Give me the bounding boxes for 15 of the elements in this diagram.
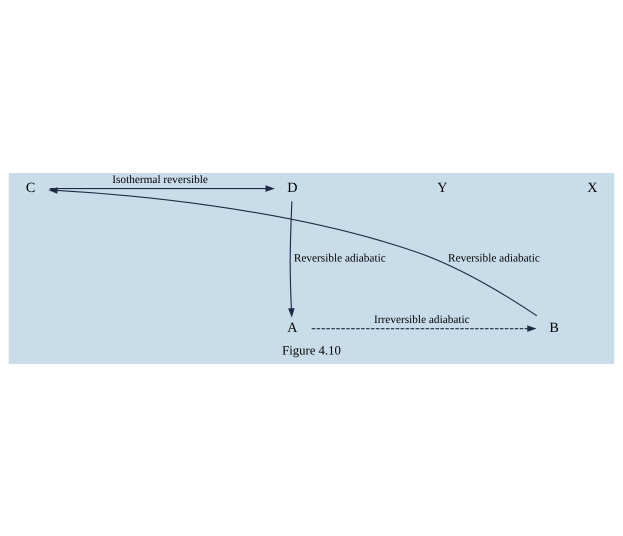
- edge-label: Reversible adiabatic: [294, 252, 386, 264]
- arrow: [50, 184, 275, 192]
- arrow: [312, 324, 537, 332]
- caption: Figure 4.10: [282, 342, 341, 357]
- edge-label: Reversible adiabatic: [448, 252, 540, 264]
- node-text: B: [549, 320, 559, 336]
- label: X: [587, 180, 598, 196]
- arrow: [288, 200, 295, 318]
- node-text: D: [287, 180, 298, 196]
- edge-label: Isothermal reversible: [112, 173, 208, 186]
- node-text: A: [287, 320, 298, 336]
- edge-label: Irreversible adiabatic: [374, 313, 470, 326]
- label: Y: [437, 180, 448, 196]
- arrow: [48, 186, 538, 316]
- node-text: C: [26, 180, 36, 196]
